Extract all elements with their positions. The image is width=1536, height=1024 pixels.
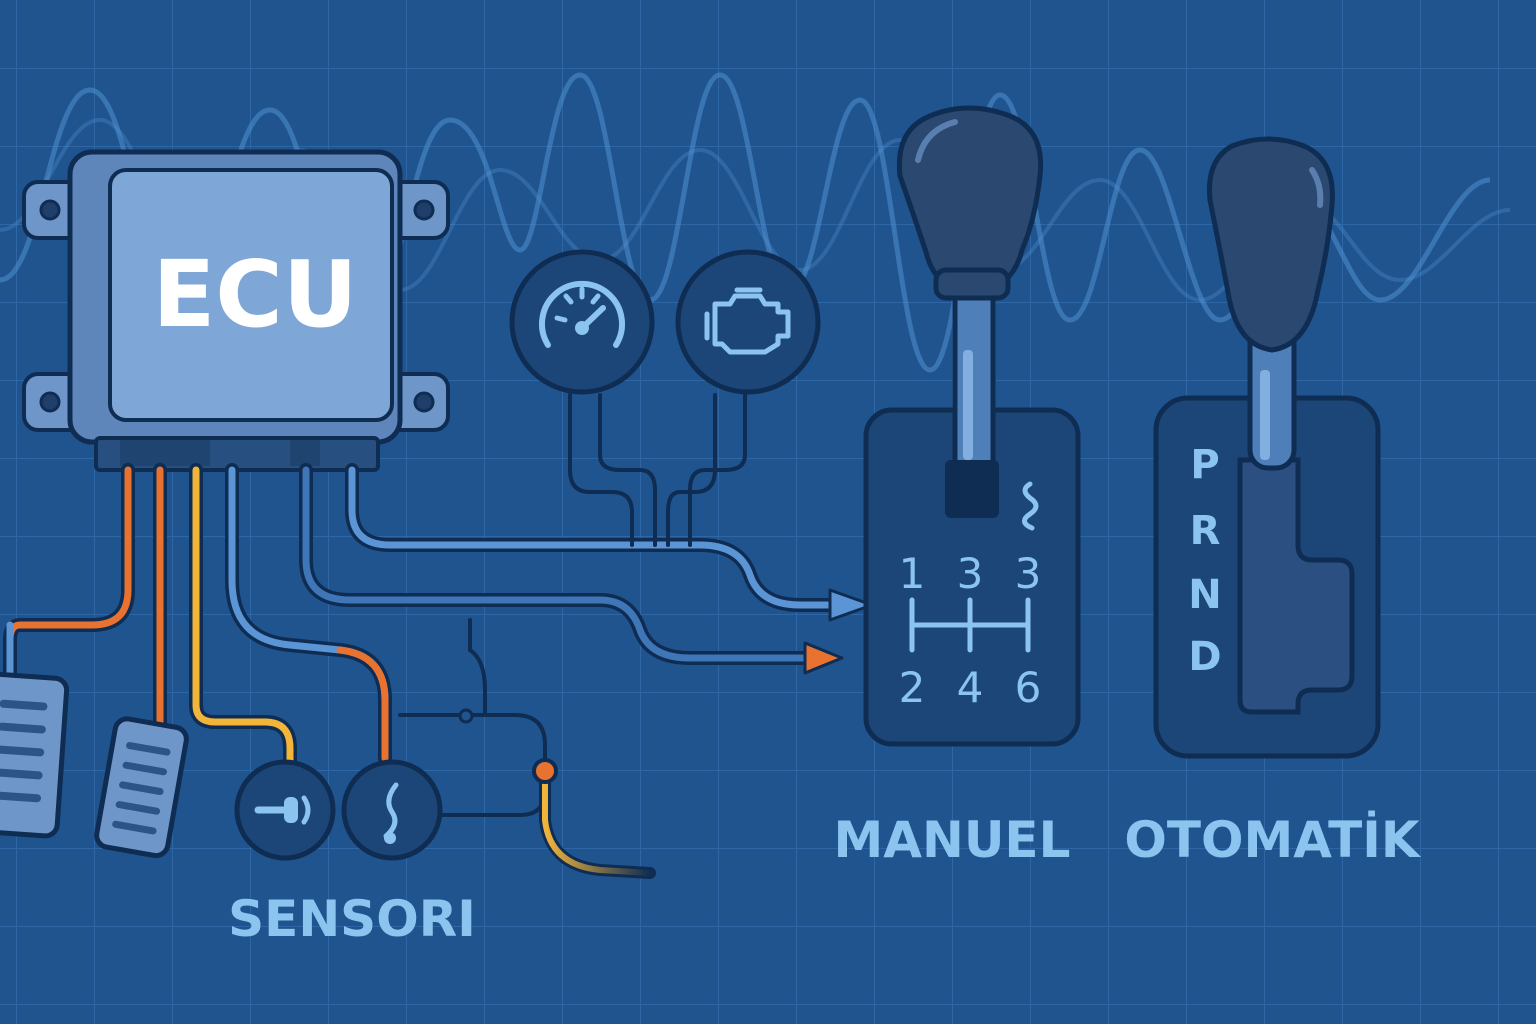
ecu-label: ECU — [152, 241, 357, 348]
position-sensor-icon — [234, 759, 336, 861]
gear-5: 3 — [1015, 549, 1042, 598]
pedal-left — [0, 671, 70, 839]
gear-1: 1 — [899, 549, 926, 598]
automatic-label: OTOMATİK — [1124, 811, 1421, 869]
pedal-right — [94, 716, 189, 859]
ecu-module: ECU — [22, 149, 450, 472]
manual-shifter: 1 3 3 2 4 6 — [863, 105, 1081, 747]
wiring — [3, 393, 874, 879]
gear-6: 6 — [1015, 663, 1042, 712]
manual-label: MANUEL — [834, 811, 1071, 869]
automatic-shifter: P R N D — [1153, 136, 1381, 759]
sensors-label: SENSORI — [228, 890, 476, 948]
probe-tip — [532, 758, 558, 784]
temperature-sensor-icon — [341, 759, 443, 861]
gear-p: P — [1190, 442, 1219, 488]
gear-3: 3 — [957, 549, 984, 598]
gear-4: 4 — [957, 663, 984, 712]
gear-d: D — [1188, 634, 1221, 680]
check-engine-icon — [675, 249, 821, 395]
gear-r: R — [1190, 508, 1221, 554]
gear-2: 2 — [899, 663, 926, 712]
gear-n: N — [1188, 572, 1221, 618]
speedometer-icon — [509, 249, 655, 395]
